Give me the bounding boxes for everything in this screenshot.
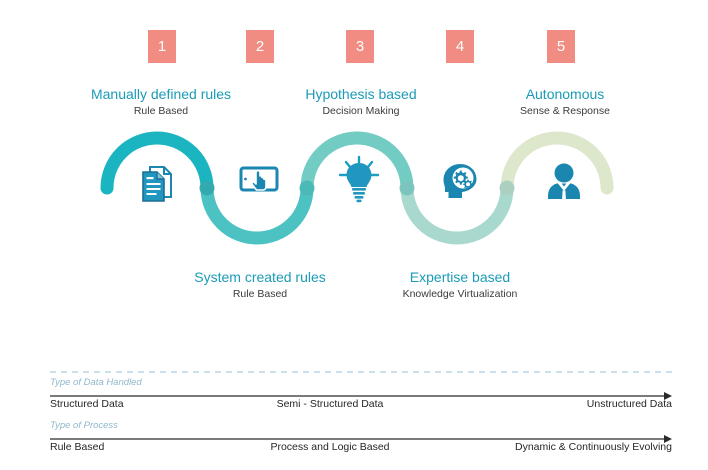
stage-badge-5: 5 [547,30,575,63]
stage-badge-1: 1 [148,30,176,63]
axis-label-data-handled: Type of Data Handled [50,377,142,388]
axis-tick-rule-based: Rule Based [50,441,105,453]
stage-badge-4: 4 [446,30,474,63]
stage-title-4: Expertise based [409,269,511,285]
wave-segment-1 [100,131,214,195]
document-icon [142,166,172,202]
person-icon [548,163,580,199]
axis-tick-semi-structured-data: Semi - Structured Data [276,398,384,410]
wave-node-2 [299,180,315,196]
wave-segment-3 [300,131,414,195]
stage-title-3: Hypothesis based [305,86,417,102]
axis-tick-dynamic-continuously-evolving: Dynamic & Continuously Evolving [515,441,672,453]
stage-caption-5: Autonomous Sense & Response [455,85,675,119]
stage-badge-3: 3 [346,30,374,63]
stage-subtitle-5: Sense & Response [520,105,610,117]
stage-badge-2: 2 [246,30,274,63]
axis-arrow-type-of-process [50,435,672,443]
maturity-wave [100,131,614,245]
axis-tick-structured-data: Structured Data [50,398,124,410]
wave-node-4 [499,180,515,196]
lightbulb-icon [338,155,380,203]
touchscreen-tap-icon [239,166,279,192]
wave-segment-4 [400,181,514,245]
stage-subtitle-2: Rule Based [232,288,288,300]
dashed-separator [50,371,672,373]
axis-label-type-of-process: Type of Process [50,420,118,431]
stage-subtitle-4: Knowledge Virtualization [402,288,518,300]
wave-node-1 [199,180,215,196]
stage-caption-3: Hypothesis based Decision Making [251,85,471,119]
stage-title-2: System created rules [194,269,326,285]
stage-caption-4: Expertise based Knowledge Virtualization [350,268,570,302]
head-gears-icon [443,164,477,198]
stage-title-5: Autonomous [525,86,605,102]
axes-panel: Type of Data Handled Structured Data Sem… [0,360,708,470]
axis-arrow-data-handled [50,392,672,400]
wave-segment-5 [500,131,614,195]
stage-subtitle-3: Decision Making [322,105,400,117]
wave-node-3 [399,180,415,196]
stage-title-1: Manually defined rules [90,86,232,102]
wave-segment-2 [200,181,314,245]
axis-tick-unstructured-data: Unstructured Data [586,398,672,410]
stage-caption-2: System created rules Rule Based [150,268,370,302]
stage-caption-1: Manually defined rules Rule Based [51,85,271,119]
stage-subtitle-1: Rule Based [133,105,189,117]
axis-tick-process-and-logic-based: Process and Logic Based [270,441,390,453]
